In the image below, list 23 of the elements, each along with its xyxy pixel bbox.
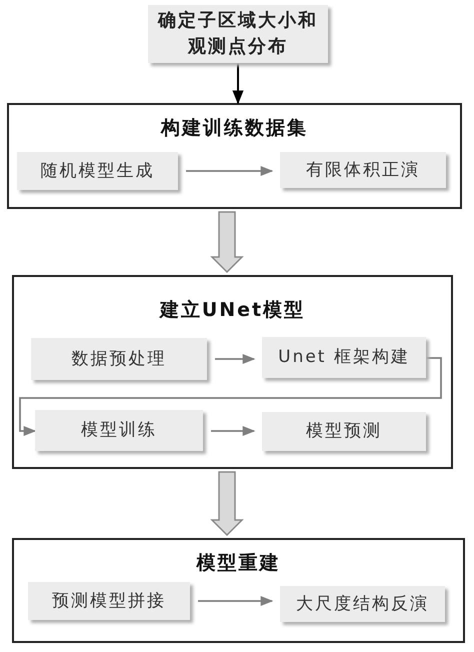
process-box: Unet 框架构建 [262,337,426,378]
process-box: 有限体积正演 [280,152,446,188]
arrow [19,357,442,436]
process-box: 模型训练 [35,410,203,451]
group-frame [12,538,465,643]
process-box: 大尺度结构反演 [280,586,445,622]
process-box: 预测模型拼接 [28,582,190,620]
group-frame [12,275,453,469]
process-box: 数据预处理 [31,338,207,380]
group-title: 模型重建 [195,551,282,576]
group-title: 构建训练数据集 [160,116,309,141]
arrow [186,166,274,176]
block-arrow [210,211,244,274]
block-arrow [210,471,244,536]
arrow [198,596,274,606]
arrow [232,63,244,104]
process-box: 模型预测 [262,412,426,451]
step-box: 确定子区域大小和观测点分布 [148,5,328,63]
group-title: 建立UNet模型 [158,298,306,323]
arrow [215,354,256,364]
process-box: 随机模型生成 [17,152,178,190]
group-frame [7,103,462,209]
arrow [211,426,256,436]
